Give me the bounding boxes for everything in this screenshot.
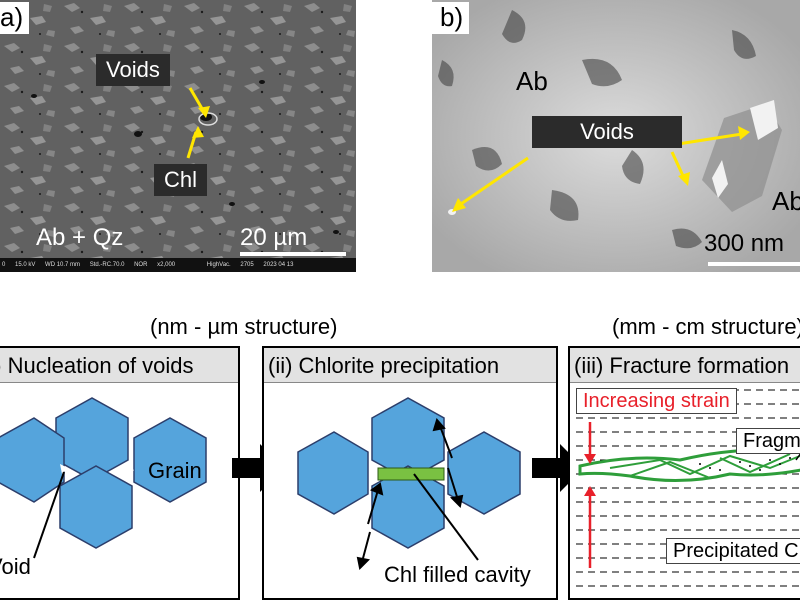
scale-bar-a xyxy=(240,252,346,256)
grain-label: Grain xyxy=(148,458,202,483)
voids-label-b: Voids xyxy=(532,116,682,148)
nm-um-heading: (nm - µm structure) xyxy=(150,314,338,339)
void-gap xyxy=(60,464,68,474)
ab-label-1: Ab xyxy=(516,66,548,96)
fragment-dots xyxy=(699,457,791,471)
scale-bar-label-a: 20 µm xyxy=(240,224,308,251)
sem-image-panel: a) Voids Chl Ab + Qz 20 µm 0 15.0 kV WD … xyxy=(0,0,356,272)
info-item: 15.0 kV xyxy=(15,262,36,268)
fragment-label: Fragments xyxy=(736,428,800,454)
strain-label: Increasing strain xyxy=(576,388,737,414)
panel-header xyxy=(570,348,800,383)
grain-hexagon xyxy=(447,431,521,515)
panel-b-label: b) xyxy=(432,2,470,34)
sem-image xyxy=(0,0,356,272)
sem-info-bar: 0 15.0 kV WD 10.7 mm Std.-RC.70.0 NOR x2… xyxy=(0,258,356,272)
mm-cm-heading: (mm - cm structure) xyxy=(612,314,800,339)
panel-header xyxy=(0,348,238,383)
info-item: 2023 04 13 xyxy=(263,262,294,268)
chl-label: Chl xyxy=(154,164,208,196)
panel-title: (i) Nucleation of voids xyxy=(0,353,194,378)
panel-precipitation: (ii) Chlorite precipitation Chl filled c… xyxy=(262,346,558,600)
shear-arrow xyxy=(439,425,453,459)
info-item: 0 xyxy=(2,262,6,268)
void-label: Void xyxy=(0,554,31,579)
grain-hexagon xyxy=(133,417,207,503)
grain-hexagon xyxy=(297,431,369,515)
void-arrow-mid xyxy=(670,151,686,179)
info-item: 2705 xyxy=(240,262,254,268)
panel-a-label: a) xyxy=(0,2,30,34)
grain-diagram xyxy=(0,397,207,559)
grain-hexagon xyxy=(371,465,445,549)
tem-image-panel: b) Ab Ab Voids 300 nm xyxy=(432,0,800,272)
fracture-diagram xyxy=(576,389,800,587)
fracture-zone xyxy=(578,446,800,483)
shear-arrow xyxy=(447,467,459,501)
grain-hexagon xyxy=(0,417,65,503)
chlorite-band xyxy=(377,467,445,481)
info-item: NOR xyxy=(134,262,148,268)
ab-label-2: Ab xyxy=(772,186,800,216)
fragment-pointer xyxy=(795,453,800,461)
info-item: Std.-RC.70.0 xyxy=(89,262,125,268)
phase-label: Ab + Qz xyxy=(36,224,124,251)
panel-nucleation: (i) Nucleation of voids Grain Void xyxy=(0,346,240,600)
precipitated-label: Precipitated Chl xyxy=(666,538,800,564)
panel-title: (ii) Chlorite precipitation xyxy=(268,353,500,378)
scale-bar-label-b: 300 nm xyxy=(704,230,785,257)
info-item: HighVac. xyxy=(206,262,231,268)
panel-header xyxy=(264,348,556,383)
shear-arrow xyxy=(367,489,379,525)
void-arrow-left xyxy=(457,156,529,208)
void-pointer xyxy=(33,471,65,559)
panel-title: (iii) Fracture formation xyxy=(574,353,790,378)
cavity-label: Chl filled cavity xyxy=(384,562,531,587)
grain-hexagon xyxy=(371,397,445,481)
voids-label-a: Voids xyxy=(96,54,170,86)
dislocation-marks xyxy=(438,10,756,249)
scale-bar-b xyxy=(708,262,800,266)
cavity-pointer xyxy=(413,473,479,561)
shear-arrow xyxy=(361,531,371,563)
grain-diagram xyxy=(297,397,521,571)
grain-hexagon xyxy=(59,465,133,549)
panel-fracture: (iii) Fracture formation xyxy=(568,346,800,600)
info-item: WD 10.7 mm xyxy=(45,262,81,268)
info-item: x2,000 xyxy=(157,262,176,268)
void-arrow-right xyxy=(677,132,743,146)
void-bright xyxy=(750,100,778,140)
